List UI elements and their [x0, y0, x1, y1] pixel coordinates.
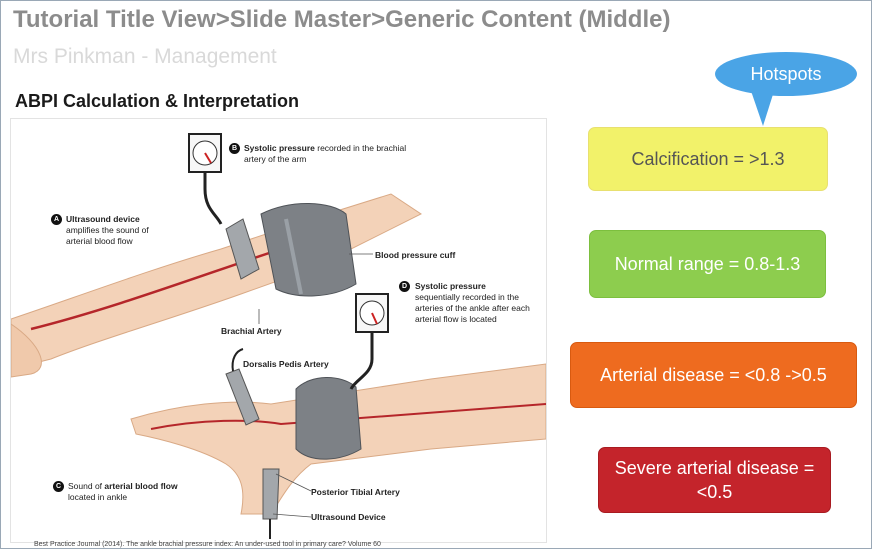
label-c-text: located in ankle: [68, 492, 127, 502]
label-a: Ultrasound device amplifies the sound of…: [66, 214, 176, 247]
hotspot-calcification[interactable]: Calcification = >1.3: [588, 127, 828, 191]
slide-subtitle: Mrs Pinkman - Management: [13, 45, 277, 69]
label-a-title: Ultrasound device: [66, 214, 140, 224]
abpi-illustration: B Systolic pressure recorded in the brac…: [10, 118, 547, 543]
label-a-text: amplifies the sound of arterial blood fl…: [66, 225, 149, 246]
hotspot-normal-range[interactable]: Normal range = 0.8-1.3: [589, 230, 826, 298]
hotspot-arterial-disease[interactable]: Arterial disease = <0.8 ->0.5: [570, 342, 857, 408]
label-tibial: Posterior Tibial Artery: [311, 487, 400, 498]
badge-c: C: [53, 481, 64, 492]
label-d-text: sequentially recorded in the arteries of…: [415, 292, 530, 324]
label-ultrasound: Ultrasound Device: [311, 512, 386, 523]
slide-title: Tutorial Title View>Slide Master>Generic…: [13, 6, 670, 34]
badge-d: D: [399, 281, 410, 292]
label-c-prefix: Sound of: [68, 481, 104, 491]
citation: Best Practice Journal (2014). The ankle …: [34, 541, 381, 548]
label-c-title: arterial blood flow: [104, 481, 177, 491]
label-cuff: Blood pressure cuff: [375, 250, 455, 261]
label-d: Systolic pressure sequentially recorded …: [415, 281, 545, 325]
hotspots-callout: Hotspots: [715, 52, 857, 96]
label-b-title: Systolic pressure: [244, 143, 315, 153]
label-c: Sound of arterial blood flow located in …: [68, 481, 188, 503]
section-heading: ABPI Calculation & Interpretation: [15, 91, 299, 112]
hotspot-severe-arterial-disease[interactable]: Severe arterial disease = <0.5: [598, 447, 831, 513]
badge-a: A: [51, 214, 62, 225]
label-d-title: Systolic pressure: [415, 281, 486, 291]
label-brachial: Brachial Artery: [221, 326, 282, 337]
label-b: Systolic pressure recorded in the brachi…: [244, 143, 414, 165]
label-dorsalis: Dorsalis Pedis Artery: [243, 359, 329, 370]
badge-b: B: [229, 143, 240, 154]
